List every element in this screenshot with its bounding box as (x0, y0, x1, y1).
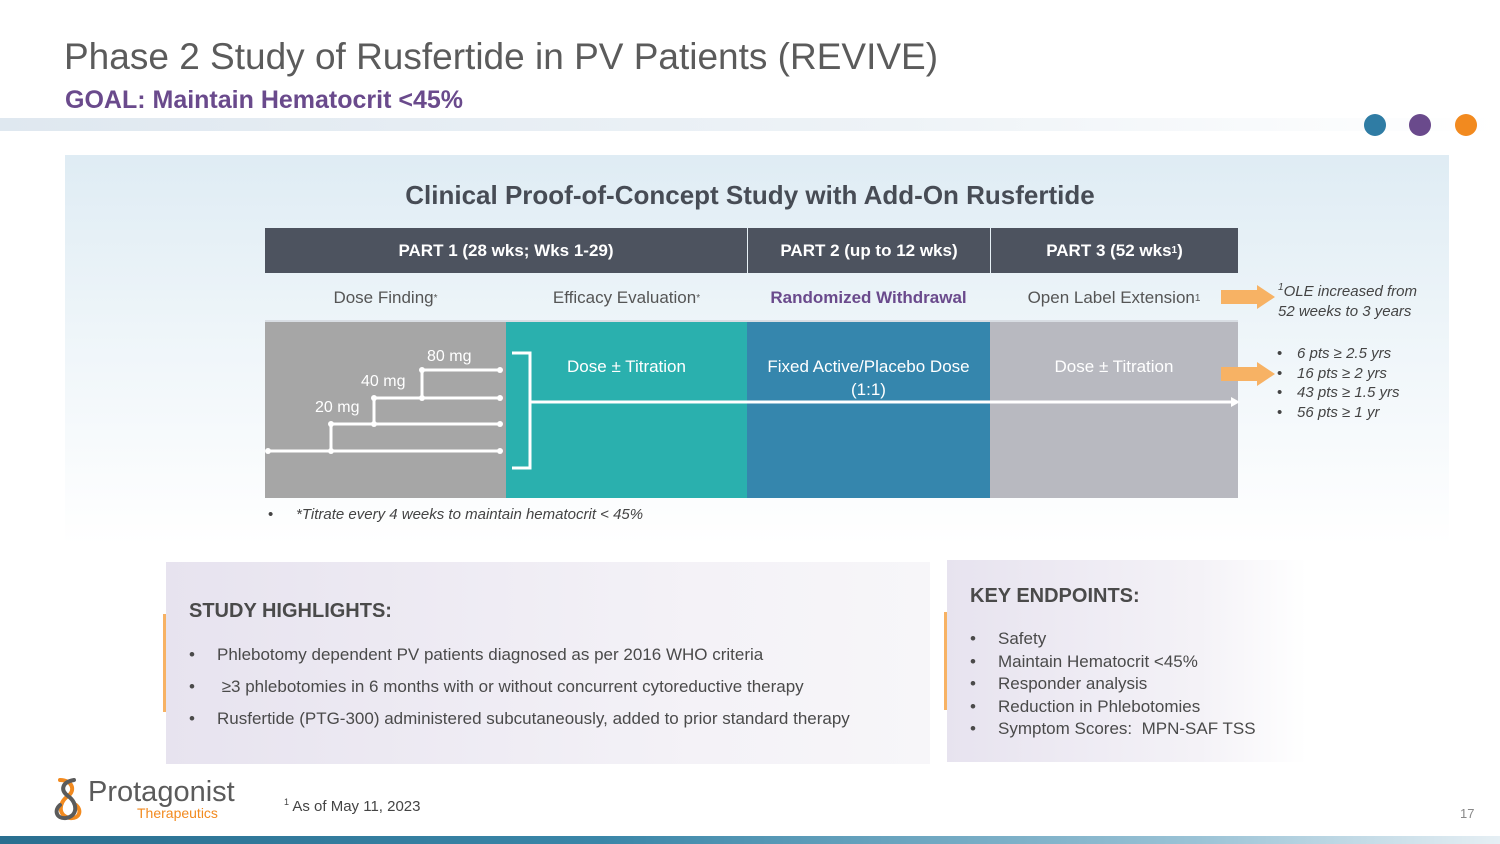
phase-randomized-label: Randomized Withdrawal (770, 288, 967, 307)
page-number: 17 (1460, 806, 1475, 821)
decor-dot-blue (1364, 114, 1386, 136)
footnote-sup: 1 (284, 797, 290, 807)
ole-note: 1OLE increased from 52 weeks to 3 years (1278, 278, 1478, 322)
part-1-label: PART 1 (28 wks; Wks 1-29) (398, 240, 614, 260)
list-item: Symptom Scores: MPN-SAF TSS (970, 718, 1256, 741)
titrate-note-text: *Titrate every 4 weeks to maintain hemat… (296, 506, 644, 523)
part-1-header: PART 1 (28 wks; Wks 1-29) (265, 228, 747, 273)
list-item: Maintain Hematocrit <45% (970, 651, 1256, 674)
part-3-sup: 1 (1171, 245, 1178, 256)
phase-extension-label: Open Label Extension (1027, 288, 1195, 307)
part-2-label: PART 2 (up to 12 wks) (780, 240, 958, 260)
randomized-block-text: Fixed Active/Placebo Dose (1:1) (767, 357, 970, 399)
bullet: • (268, 506, 274, 523)
titrate-note: • *Titrate every 4 weeks to maintain hema… (268, 506, 643, 523)
endpoints-title: KEY ENDPOINTS: (970, 585, 1140, 607)
phase-dose-finding: Dose Finding* (265, 276, 506, 320)
list-item: Rusfertide (PTG-300) administered subcut… (189, 707, 850, 739)
phase-randomized: Randomized Withdrawal (747, 276, 990, 320)
list-item: Responder analysis (970, 673, 1256, 696)
phase-efficacy-sup: * (696, 292, 701, 304)
phase-dose-finding-sup: * (433, 292, 438, 304)
slide-subtitle: GOAL: Maintain Hematocrit <45% (65, 86, 463, 114)
header-band (0, 118, 1500, 131)
part-2-header: PART 2 (up to 12 wks) (748, 228, 990, 273)
highlights-title: STUDY HIGHLIGHTS: (189, 600, 392, 622)
extension-block-text: Dose ± Titration (1054, 357, 1174, 376)
footer-band (0, 836, 1500, 844)
footnote: 1 As of May 11, 2023 (284, 797, 421, 815)
ole-note-line2: 52 weeks to 3 years (1278, 303, 1412, 320)
randomized-block: Fixed Active/Placebo Dose (1:1) (747, 322, 990, 498)
endpoints-list: Safety Maintain Hematocrit <45% Responde… (970, 628, 1256, 741)
part-3-suffix: ) (1177, 240, 1183, 260)
phase-efficacy: Efficacy Evaluation* (506, 276, 747, 320)
phase-dose-finding-label: Dose Finding (333, 288, 434, 307)
extension-block: Dose ± Titration (990, 322, 1238, 498)
highlights-accent (163, 614, 166, 712)
ole-note-sup: 1 (1278, 282, 1284, 293)
efficacy-block: Dose ± Titration (506, 322, 747, 498)
list-item: Safety (970, 628, 1256, 651)
list-item: 16 pts ≥ 2 yrs (1277, 364, 1399, 384)
pts-arrow-icon (1221, 362, 1275, 386)
study-title: Clinical Proof-of-Concept Study with Add… (405, 180, 1095, 210)
slide-title: Phase 2 Study of Rusfertide in PV Patien… (64, 36, 939, 77)
logo-subtitle: Therapeutics (137, 805, 218, 821)
highlights-list: Phlebotomy dependent PV patients diagnos… (189, 643, 850, 739)
protagonist-logo-icon (54, 778, 82, 821)
ole-note-line1: OLE increased from (1283, 283, 1417, 300)
part-3-label: PART 3 (52 wks (1046, 240, 1172, 260)
phase-extension-sup: 1 (1194, 292, 1201, 304)
logo-name: Protagonist (88, 776, 235, 808)
decor-dot-orange (1455, 114, 1477, 136)
list-item: 56 pts ≥ 1 yr (1277, 403, 1399, 423)
list-item: ≥3 phlebotomies in 6 months with or with… (189, 675, 850, 707)
decor-dot-purple (1409, 114, 1431, 136)
footnote-text: As of May 11, 2023 (289, 798, 421, 815)
phase-efficacy-label: Efficacy Evaluation (552, 288, 697, 307)
list-item: 43 pts ≥ 1.5 yrs (1277, 383, 1399, 403)
patient-duration-list: 6 pts ≥ 2.5 yrs 16 pts ≥ 2 yrs 43 pts ≥ … (1277, 344, 1399, 422)
dose-finding-block (265, 322, 506, 498)
efficacy-block-text: Dose ± Titration (567, 357, 686, 376)
list-item: 6 pts ≥ 2.5 yrs (1277, 344, 1399, 364)
endpoints-accent (944, 612, 947, 710)
list-item: Reduction in Phlebotomies (970, 696, 1256, 719)
list-item: Phlebotomy dependent PV patients diagnos… (189, 643, 850, 675)
ole-arrow-icon (1221, 285, 1275, 309)
